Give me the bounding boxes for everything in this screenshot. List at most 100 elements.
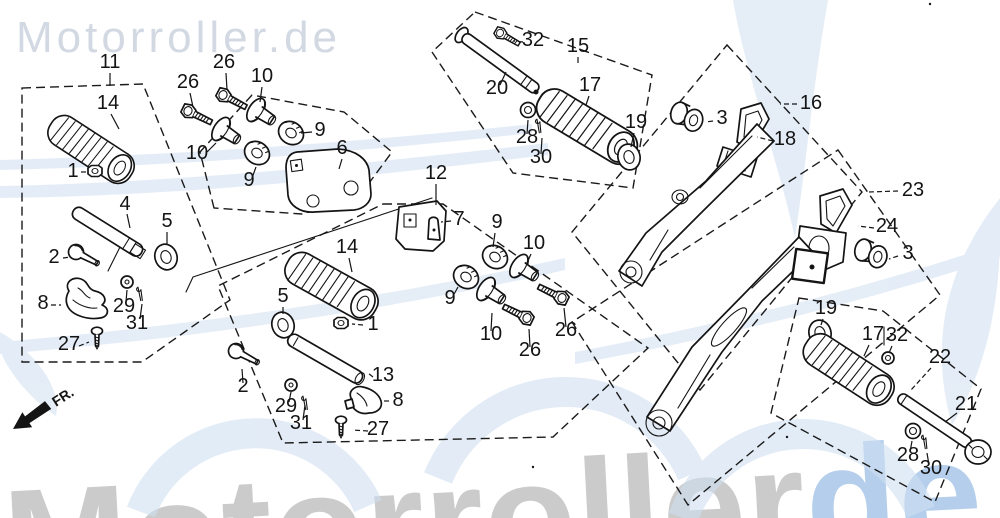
callout-label-12-27: 27 bbox=[367, 418, 389, 440]
part-collar-10c bbox=[505, 250, 546, 290]
part-bracket-arm-23 bbox=[645, 236, 814, 437]
callout-leader-15-20 bbox=[499, 71, 507, 86]
part-nut-28a bbox=[519, 101, 537, 119]
callout-label-11-27: 27 bbox=[58, 333, 80, 355]
callout-leader-15-30 bbox=[540, 137, 543, 155]
callout-label-11-6: 6 bbox=[336, 137, 347, 159]
callout-label-12-9: 9 bbox=[444, 287, 455, 309]
callout-leader-15-28 bbox=[526, 119, 529, 135]
part-bolt-2a bbox=[65, 241, 104, 272]
part-rod-4 bbox=[71, 206, 147, 260]
part-washer-29b bbox=[284, 378, 298, 392]
part-nut-1a bbox=[87, 164, 103, 178]
part-bracket-8b bbox=[344, 385, 383, 415]
part-bushing-3a bbox=[666, 99, 707, 135]
callout-leader-12-1 bbox=[351, 323, 364, 326]
callout-label-22-28: 28 bbox=[897, 444, 919, 466]
assembly-outline-11 bbox=[21, 83, 231, 363]
group-16-parts bbox=[618, 99, 775, 287]
callout-leader-12-10 bbox=[490, 312, 493, 332]
assembly-outline-22 bbox=[770, 297, 982, 503]
callout-label-15-15: 15 bbox=[567, 35, 589, 57]
callout-leader-11-27 bbox=[78, 341, 90, 347]
callout-leader-15-19 bbox=[630, 132, 635, 148]
part-rod-20-pivot-dot bbox=[533, 89, 539, 95]
callout-leader-11-6 bbox=[338, 158, 343, 170]
callout-label-12-1: 1 bbox=[367, 313, 378, 335]
part-bolt-26a bbox=[178, 101, 216, 130]
callout-leader-23-3 bbox=[888, 255, 899, 260]
callout-leader-22-30 bbox=[926, 452, 930, 466]
callout-leader-11-10 bbox=[259, 86, 263, 103]
part-square-bracket bbox=[790, 247, 830, 285]
part-screw-27a bbox=[90, 326, 104, 350]
fr-arrow-icon bbox=[13, 401, 52, 429]
callout-label-11-26: 26 bbox=[213, 51, 235, 73]
part-bracket-6 bbox=[285, 148, 372, 213]
callout-leader-15-32 bbox=[513, 40, 524, 43]
part-bolt-26b bbox=[213, 85, 251, 115]
assembly-outlines bbox=[21, 11, 982, 507]
callout-label-12-10: 10 bbox=[480, 323, 502, 345]
callout-leader-12-9 bbox=[492, 232, 496, 248]
callout-label-15-20: 20 bbox=[486, 77, 508, 99]
callout-leader-22-28 bbox=[909, 440, 913, 453]
callout-label-12-26: 26 bbox=[519, 339, 541, 361]
callout-leader-11-31 bbox=[139, 303, 143, 320]
callout-leader-12-9 bbox=[452, 286, 459, 297]
callout-label-11-31: 31 bbox=[126, 312, 148, 334]
part-rod-21-cap bbox=[964, 439, 992, 465]
callout-leader-12-7 bbox=[440, 220, 452, 223]
part-grommet-9b bbox=[239, 135, 275, 171]
callout-leader-22-32 bbox=[888, 345, 893, 354]
group-22-parts bbox=[796, 316, 992, 465]
callout-leader-11-26 bbox=[189, 92, 194, 108]
assembly-outline-23 bbox=[571, 149, 941, 507]
callout-label-15-19: 19 bbox=[625, 111, 647, 133]
part-pin-30b bbox=[918, 434, 931, 450]
group-15-parts bbox=[454, 24, 645, 174]
callout-label-12-26: 26 bbox=[555, 319, 577, 341]
part-nut-1b bbox=[333, 316, 349, 330]
callout-label-22-22: 22 bbox=[929, 346, 951, 368]
callout-label-11-11: 11 bbox=[100, 51, 121, 73]
callout-label-12-13: 13 bbox=[372, 364, 394, 386]
callout-leader-12-13 bbox=[367, 372, 374, 378]
callout-label-11-26: 26 bbox=[177, 71, 199, 93]
part-bracket-8a bbox=[65, 277, 109, 320]
callout-leader-11-10 bbox=[206, 142, 217, 153]
callout-label-12-8: 8 bbox=[392, 389, 403, 411]
print-specks bbox=[531, 2, 932, 469]
callout-leader-12-2 bbox=[241, 368, 244, 384]
callout-leader-12-31 bbox=[302, 404, 306, 421]
assembly-outline-15 bbox=[431, 11, 653, 189]
callout-leader-12-26 bbox=[528, 328, 531, 348]
callout-label-11-14: 14 bbox=[97, 92, 119, 114]
callout-leader-22-21 bbox=[944, 412, 958, 423]
callout-label-23-23: 23 bbox=[902, 179, 924, 201]
part-collar-10b bbox=[207, 113, 248, 153]
part-washer-5a bbox=[150, 240, 182, 274]
callout-label-12-12: 12 bbox=[425, 162, 447, 184]
callout-leader-11-2 bbox=[62, 256, 72, 259]
callout-label-12-2: 2 bbox=[237, 375, 248, 397]
callout-leader-12-27 bbox=[351, 429, 369, 432]
callout-label-12-31: 31 bbox=[290, 412, 312, 434]
part-bolt-2b bbox=[225, 340, 264, 371]
callout-label-12-10: 10 bbox=[523, 232, 545, 254]
callout-leader-11-29 bbox=[125, 289, 128, 303]
group-11-parts bbox=[41, 85, 372, 350]
callout-leader-11-14 bbox=[110, 113, 120, 130]
callout-label-11-9: 9 bbox=[314, 119, 325, 141]
callout-leader-11-9 bbox=[251, 166, 257, 179]
callout-leader-16-3 bbox=[705, 120, 714, 123]
assembly-outline-12 bbox=[217, 203, 650, 444]
watermark-top-text: Motorroller.de bbox=[16, 13, 342, 62]
callout-label-11-4: 4 bbox=[119, 193, 130, 215]
callout-label-15-32: 32 bbox=[522, 29, 544, 51]
callout-leader-12-29 bbox=[288, 391, 292, 403]
callout-label-12-7: 7 bbox=[453, 208, 464, 230]
part-pin-31a bbox=[133, 286, 146, 302]
part-nut-28b bbox=[904, 422, 922, 440]
